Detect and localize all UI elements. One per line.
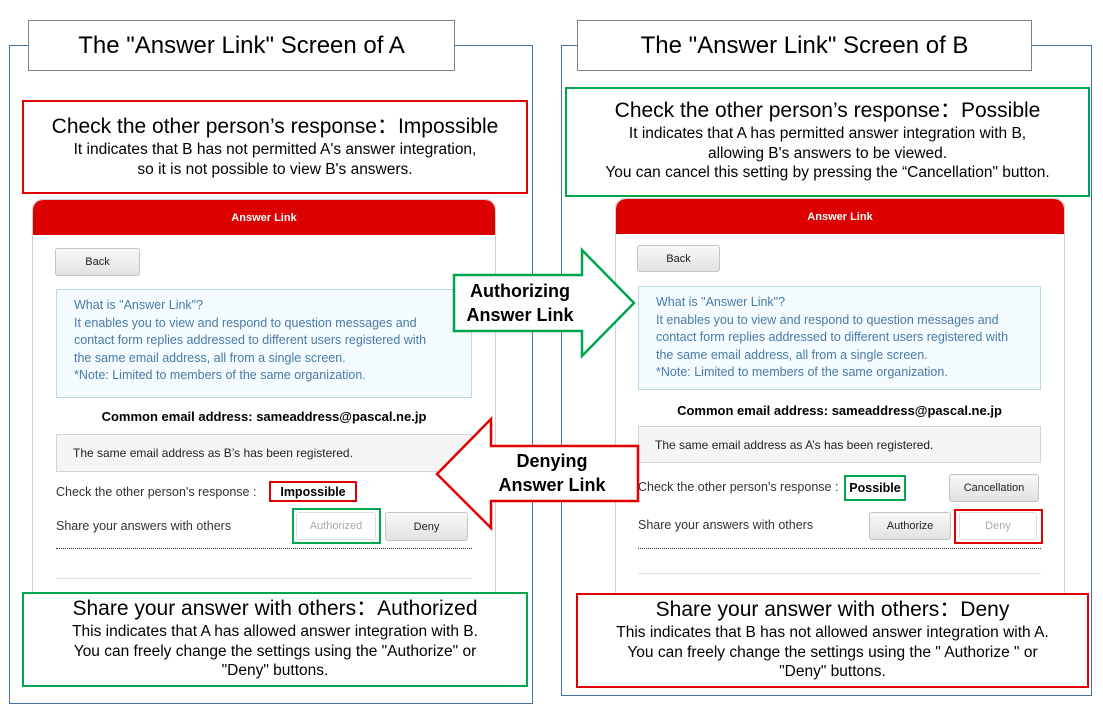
info-line: It enables you to view and respond to qu…: [74, 315, 417, 330]
dotted-divider-b: [638, 548, 1041, 549]
deny-button-a[interactable]: Deny: [385, 512, 468, 541]
callout-line: This indicates that B has not allowed an…: [616, 624, 1049, 642]
callout-heading: Check the other person’s response：Imposs…: [51, 115, 499, 138]
info-line: It enables you to view and respond to qu…: [656, 312, 999, 327]
info-box-a: What is "Answer Link"? It enables you to…: [56, 289, 472, 398]
deny-highlight-b: [954, 509, 1043, 544]
common-email-b: Common email address: sameaddress@pascal…: [677, 403, 1002, 418]
info-note: *Note: Limited to members of the same or…: [656, 365, 948, 379]
callout-heading: Share your answer with others：Authorized: [72, 597, 478, 620]
share-label-a: Share your answers with others: [56, 519, 232, 533]
authorize-arrow-label: Authorizing Answer Link: [462, 279, 578, 328]
share-label-b: Share your answers with others: [638, 518, 814, 532]
info-title: What is "Answer Link"?: [656, 295, 786, 309]
info-note: *Note: Limited to members of the same or…: [74, 368, 366, 382]
info-line: the same email address, all from a singl…: [656, 347, 928, 362]
dotted-divider-a: [56, 548, 472, 549]
arrow-label-line: Answer Link: [466, 305, 574, 326]
app-header-a: Answer Link: [33, 200, 495, 235]
callout-share-deny: Share your answer with others：Deny This …: [576, 593, 1089, 688]
arrow-label-line: Authorizing: [470, 281, 570, 301]
info-title: What is "Answer Link"?: [74, 298, 204, 312]
arrow-label-line: Answer Link: [498, 475, 606, 496]
callout-line: It indicates that A has permitted answer…: [628, 125, 1027, 143]
authorize-button-b[interactable]: Authorize: [869, 512, 951, 540]
callout-line: You can cancel this setting by pressing …: [605, 164, 1050, 181]
deny-button-b[interactable]: Deny: [959, 512, 1037, 540]
callout-line: "Deny" buttons.: [779, 663, 886, 680]
info-box-b: What is "Answer Link"? It enables you to…: [638, 286, 1041, 390]
callout-line: It indicates that B has not permitted A'…: [73, 141, 477, 159]
callout-response-possible: Check the other person’s response：Possib…: [565, 87, 1090, 197]
response-label-b: Check the other person's response :: [638, 480, 839, 494]
callout-share-authorized: Share your answer with others：Authorized…: [22, 592, 528, 687]
back-button-b[interactable]: Back: [637, 245, 720, 272]
cancellation-button-b[interactable]: Cancellation: [949, 474, 1039, 502]
registered-notice-a: The same email address as B’s has been r…: [56, 434, 472, 472]
registered-notice-b: The same email address as A’s has been r…: [638, 426, 1041, 463]
callout-heading: Share your answer with others：Deny: [655, 598, 1010, 621]
authorized-button-a[interactable]: Authorized: [296, 512, 376, 540]
deny-arrow-label: Denying Answer Link: [492, 449, 612, 498]
panel-title-a: The "Answer Link" Screen of A: [28, 20, 455, 71]
callout-line: This indicates that A has allowed answer…: [72, 623, 478, 641]
info-line: contact form replies addressed to differ…: [656, 330, 1009, 344]
callout-response-impossible: Check the other person’s response：Imposs…: [22, 100, 528, 194]
callout-heading: Check the other person’s response：Possib…: [614, 99, 1041, 122]
callout-line: You can freely change the settings using…: [73, 642, 477, 660]
response-status-a: Impossible: [269, 481, 357, 502]
common-email-a: Common email address: sameaddress@pascal…: [101, 409, 427, 424]
callout-line: so it is not possible to view B's answer…: [137, 160, 413, 178]
info-line: contact form replies addressed to differ…: [74, 333, 427, 347]
info-line: the same email address, all from a singl…: [74, 350, 346, 365]
app-header-b: Answer Link: [616, 199, 1064, 234]
panel-title-b: The "Answer Link" Screen of B: [577, 20, 1032, 71]
response-label-a: Check the other person's response :: [56, 485, 257, 499]
back-button-a[interactable]: Back: [55, 248, 140, 276]
callout-line: "Deny" buttons.: [221, 662, 329, 679]
arrow-label-line: Denying: [516, 451, 588, 471]
callout-line: allowing B's answers to be viewed.: [707, 144, 948, 162]
response-status-b: Possible: [844, 475, 906, 501]
callout-line: You can freely change the settings using…: [627, 643, 1038, 661]
separator-b: [638, 573, 1041, 574]
authorized-highlight-a: [292, 508, 381, 544]
separator-a: [56, 578, 472, 579]
